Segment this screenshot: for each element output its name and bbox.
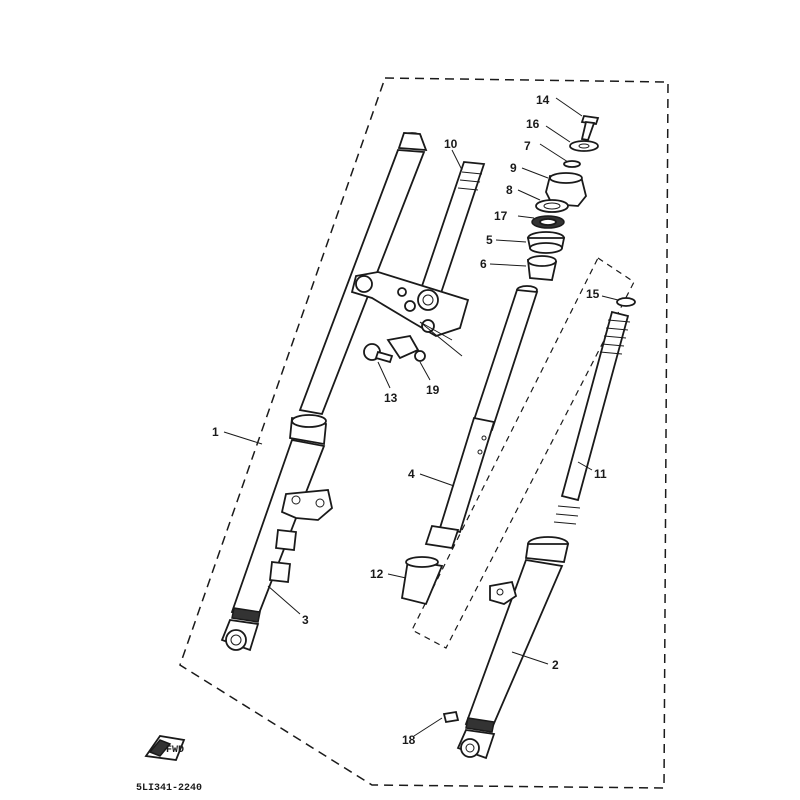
callout-18: 18	[402, 733, 416, 747]
assembly-boundary-outline	[179, 77, 669, 789]
callout-19: 19	[426, 383, 440, 397]
callout-16: 16	[526, 117, 540, 131]
callout-3: 3	[302, 613, 309, 627]
callout-9: 9	[510, 161, 517, 175]
guide-clamps	[269, 529, 297, 583]
callout-8: 8	[506, 183, 513, 197]
fork-spring	[553, 297, 636, 525]
callout-11: 11	[594, 467, 607, 481]
callout-2: 2	[552, 658, 559, 672]
callout-4: 4	[408, 467, 415, 481]
callout-15: 15	[586, 287, 600, 301]
damper-rod	[424, 285, 539, 550]
callout-12: 12	[370, 567, 384, 581]
callout-6: 6	[480, 257, 487, 271]
callout-10: 10	[444, 137, 458, 151]
leader-lines	[223, 97, 619, 737]
subassembly-boundary-outline	[411, 257, 635, 649]
callout-14: 14	[536, 93, 550, 107]
fork-leg-right	[442, 536, 570, 760]
steering-stem	[418, 161, 486, 298]
callout-13: 13	[384, 391, 398, 405]
forward-direction-mark: FWD	[144, 735, 186, 761]
callout-1: 1	[212, 425, 219, 439]
callout-5: 5	[486, 233, 493, 247]
callout-labels: 1 2 3 4 5 6 7 8 9 10 11 12 13 14 15 16 1…	[212, 93, 607, 747]
fwd-text: FWD	[166, 745, 184, 756]
oil-lock-sleeve	[400, 556, 444, 606]
bearing-stack	[526, 115, 600, 281]
callout-17: 17	[494, 209, 508, 223]
callout-7: 7	[524, 139, 531, 153]
drawing-code: 5LI341-2240	[136, 783, 202, 794]
lower-triple-clamp	[350, 271, 470, 337]
cable-guide-and-bolt	[363, 321, 463, 364]
